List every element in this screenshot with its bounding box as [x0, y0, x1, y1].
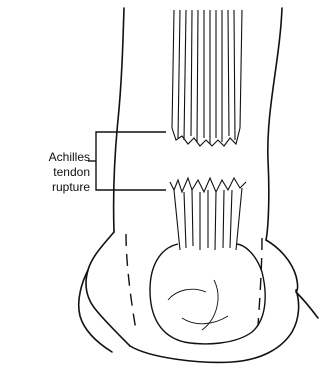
tendon-lower-stump — [170, 178, 246, 250]
leg-left-contour — [114, 8, 124, 232]
malleolus-dashes — [126, 234, 262, 330]
callout-bracket — [88, 132, 166, 190]
label-line-3: rupture — [4, 180, 90, 195]
heel-bone — [150, 244, 265, 344]
label-line-2: tendon — [4, 165, 90, 180]
foot-left — [79, 270, 112, 352]
label-line-1: Achilles — [4, 150, 90, 165]
callout-label: Achilles tendon rupture — [4, 150, 90, 195]
right-ankle — [266, 240, 298, 292]
heel-base — [130, 290, 299, 362]
leg-right-contour — [266, 8, 282, 240]
tendon-upper-fragment — [172, 10, 242, 146]
left-ankle — [86, 232, 130, 346]
leg-outline — [79, 8, 318, 362]
